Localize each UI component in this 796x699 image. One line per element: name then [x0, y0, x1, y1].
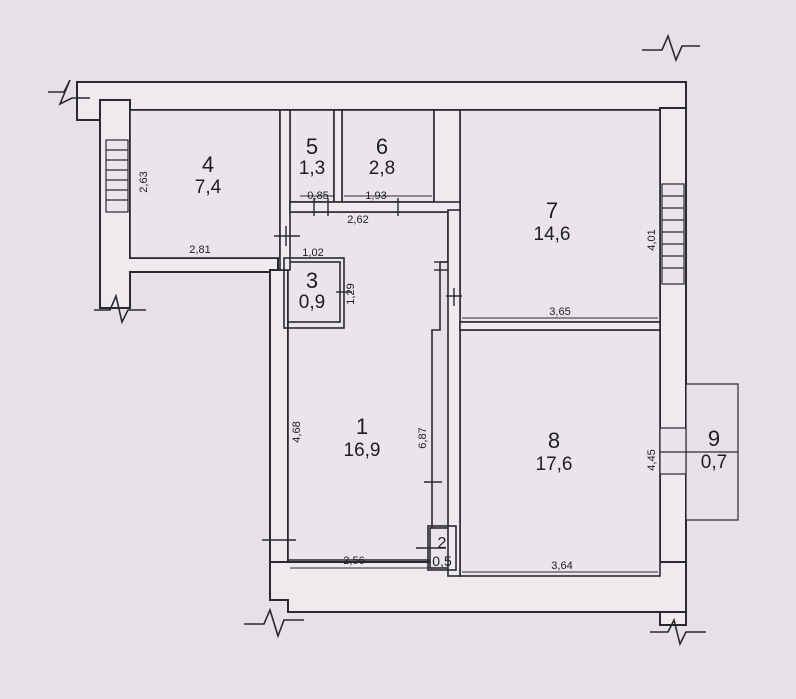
window-room-4 [105, 139, 129, 213]
wall-corridor [447, 209, 461, 577]
dimension-label: 2,81 [189, 244, 210, 256]
room-area: 7,4 [195, 177, 222, 198]
dimension-labels: 2,63 2,81 0,85 1,93 2,62 1,02 1,29 4,01 … [138, 171, 658, 572]
dimension-label: 2,56 [343, 555, 364, 567]
dimension-label: 1,02 [302, 247, 323, 259]
room-number: 5 [306, 134, 318, 159]
room-6-area [341, 109, 435, 203]
room-number: 9 [708, 426, 720, 451]
room-number: 4 [202, 152, 214, 177]
window-room-7 [661, 183, 685, 285]
dimension-label: 3,65 [549, 306, 570, 318]
dimension-label: 3,64 [551, 560, 572, 572]
partitions [279, 109, 661, 577]
wall-bath-bottom [289, 201, 461, 213]
dimension-label: 1,29 [345, 283, 357, 304]
room-area: 0,9 [299, 292, 325, 313]
room-number: 2 [438, 535, 447, 552]
room-number: 3 [306, 268, 318, 293]
room-number: 1 [356, 414, 368, 439]
wall-6-right [433, 109, 461, 211]
room-number: 7 [546, 198, 558, 223]
room-area: 0,5 [432, 553, 452, 569]
room-7-area [459, 109, 661, 323]
room-labels: 4 7,4 5 1,3 6 2,8 7 14,6 3 0,9 1 16,9 8 … [195, 134, 727, 569]
dimension-lines [290, 195, 658, 573]
break-marks [48, 33, 706, 647]
room-4-area [129, 109, 281, 259]
rooms-fill [129, 109, 661, 577]
door-room-8-balcony [659, 427, 687, 475]
break-left-mid [94, 293, 146, 325]
room-3-area [287, 261, 341, 323]
room-area: 2,8 [369, 158, 395, 179]
wall-5-6 [333, 109, 343, 203]
break-bottom-left [244, 607, 304, 639]
dimension-label: 6,87 [417, 427, 429, 448]
wall-4-5 [279, 109, 291, 271]
dimension-label: 2,62 [347, 214, 368, 226]
dimension-label: 1,93 [365, 190, 386, 202]
room-number: 8 [548, 428, 560, 453]
dimension-label: 2,63 [138, 171, 150, 192]
wall-3-frame [283, 257, 345, 329]
room-area: 1,3 [299, 158, 325, 179]
windows [105, 139, 739, 521]
break-bottom-right [650, 617, 706, 647]
door-marks [262, 198, 462, 549]
dimension-label: 4,68 [291, 421, 303, 442]
wall-7-8 [459, 321, 661, 331]
break-top-left [48, 79, 90, 106]
dimension-label: 0,85 [307, 190, 328, 202]
room-area: 17,6 [536, 454, 573, 475]
dimension-label: 4,01 [646, 229, 658, 250]
room-area: 14,6 [534, 224, 571, 245]
room-8-area [459, 329, 661, 577]
room-area: 0,7 [701, 452, 727, 473]
left-wall-lower [269, 269, 289, 601]
room-5-area [289, 109, 335, 203]
room-area: 16,9 [344, 440, 381, 461]
room-number: 6 [376, 134, 388, 159]
dimension-label: 4,45 [646, 449, 658, 470]
break-top-right [642, 33, 700, 63]
